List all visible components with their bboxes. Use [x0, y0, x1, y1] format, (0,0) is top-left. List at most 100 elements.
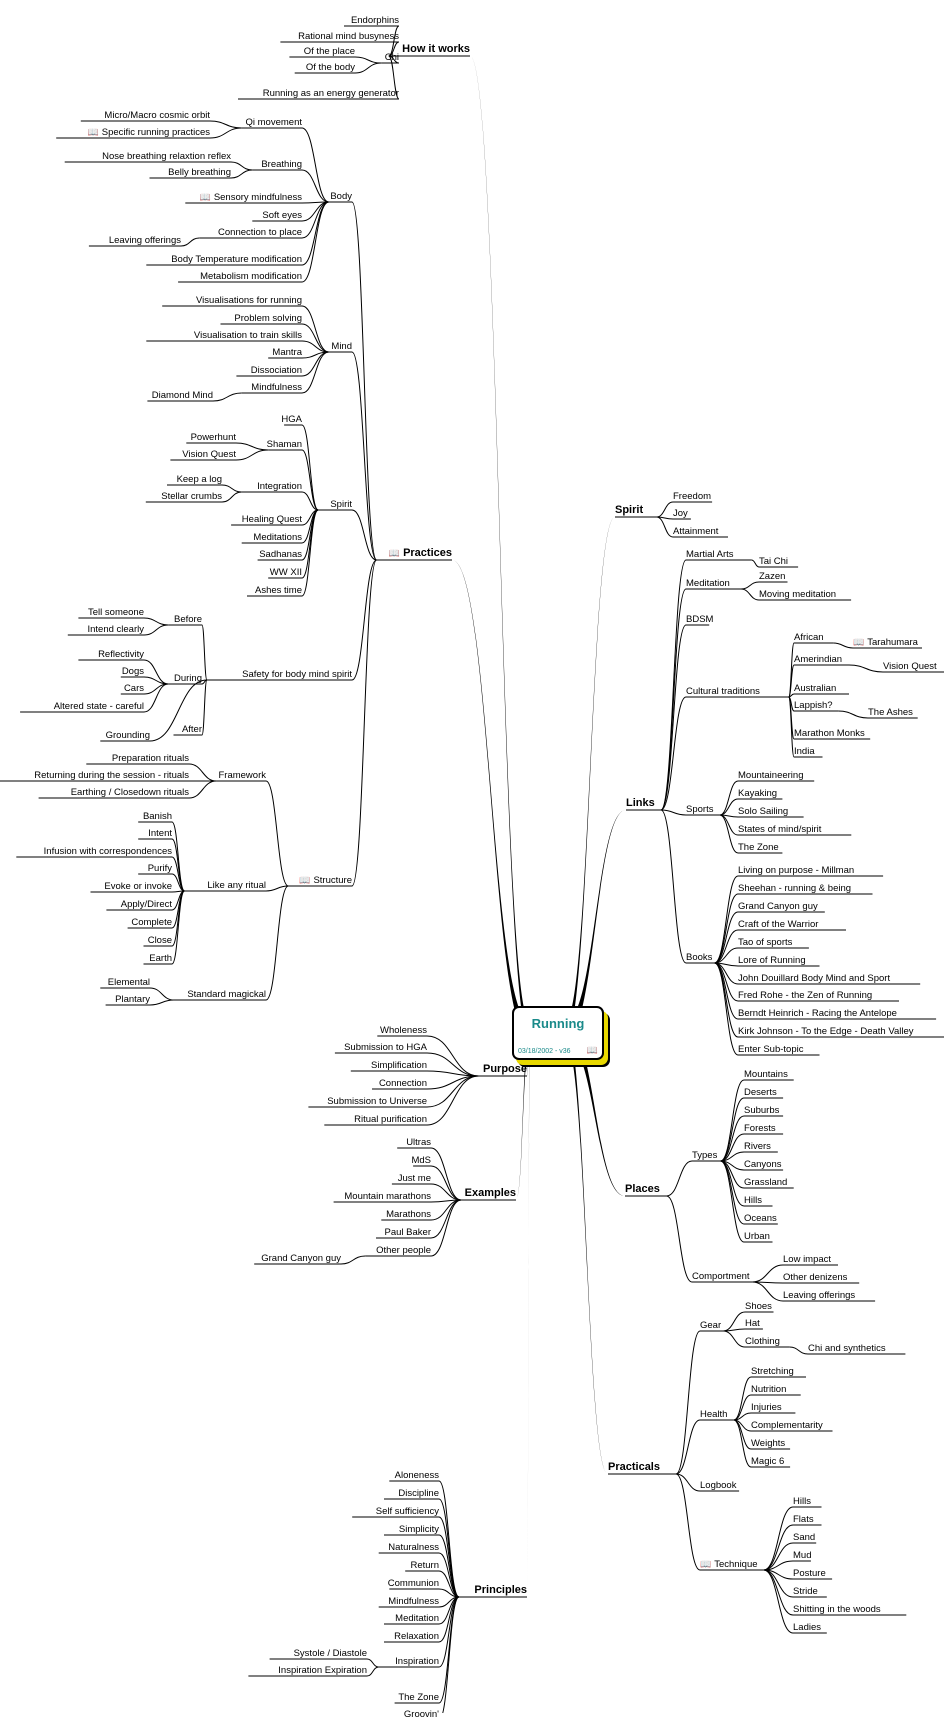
topic-like-any-ritual[interactable]: Like any ritual	[207, 880, 266, 891]
topic-chi-and-synthetics[interactable]: Chi and synthetics	[808, 1343, 886, 1354]
topic-preparation-rituals[interactable]: Preparation rituals	[112, 753, 189, 764]
topic-african[interactable]: African	[794, 632, 824, 643]
topic-purify[interactable]: Purify	[148, 863, 172, 874]
topic-simplification[interactable]: Simplification	[371, 1060, 427, 1071]
topic-connection[interactable]: Connection	[379, 1078, 427, 1089]
topic-of-the-place[interactable]: Of the place	[304, 46, 355, 57]
topic-framework[interactable]: Framework	[218, 770, 266, 781]
topic-visualisations-for-running[interactable]: Visualisations for running	[196, 295, 302, 306]
topic-earth[interactable]: Earth	[149, 953, 172, 964]
topic-specific-running-practices[interactable]: 📖Specific running practices	[88, 127, 210, 138]
topic-plantary[interactable]: Plantary	[115, 994, 150, 1005]
topic-dogs[interactable]: Dogs	[122, 666, 144, 677]
topic-rational-mind-busyness[interactable]: Rational mind busyness	[298, 31, 399, 42]
topic-hills[interactable]: Hills	[793, 1496, 811, 1507]
topic-paul-baker[interactable]: Paul Baker	[385, 1227, 431, 1238]
topic-spirit[interactable]: Spirit	[330, 499, 352, 510]
topic-self-sufficiency[interactable]: Self sufficiency	[376, 1506, 439, 1517]
topic-evoke-or-invoke[interactable]: Evoke or invoke	[104, 881, 172, 892]
topic-inspiration-expiration[interactable]: Inspiration Expiration	[278, 1665, 367, 1676]
topic-craft-of-the-warrior[interactable]: Craft of the Warrior	[738, 919, 818, 930]
topic-hat[interactable]: Hat	[745, 1318, 760, 1329]
topic-qi-movement[interactable]: Qi movement	[246, 117, 303, 128]
topic-types[interactable]: Types	[692, 1150, 717, 1161]
topic-relaxation[interactable]: Relaxation	[394, 1631, 439, 1642]
topic-grand-canyon-guy[interactable]: Grand Canyon guy	[261, 1253, 341, 1264]
topic-intend-clearly[interactable]: Intend clearly	[87, 624, 144, 635]
topic-standard-magickal[interactable]: Standard magickal	[187, 989, 266, 1000]
topic-freedom[interactable]: Freedom	[673, 491, 711, 502]
topic-india[interactable]: India	[794, 746, 815, 757]
topic-altered-state-careful[interactable]: Altered state - careful	[54, 701, 144, 712]
topic-living-on-purpose-millman[interactable]: Living on purpose - Millman	[738, 865, 854, 876]
topic-moving-meditation[interactable]: Moving meditation	[759, 589, 836, 600]
topic-submission-to-hga[interactable]: Submission to HGA	[344, 1042, 427, 1053]
topic-connection-to-place[interactable]: Connection to place	[218, 227, 302, 238]
branch-purpose[interactable]: Purpose	[483, 1063, 527, 1076]
topic-attainment[interactable]: Attainment	[673, 526, 718, 537]
topic-dissociation[interactable]: Dissociation	[251, 365, 302, 376]
topic-shaman[interactable]: Shaman	[267, 439, 302, 450]
topic-deserts[interactable]: Deserts	[744, 1087, 777, 1098]
topic-grand-canyon-guy[interactable]: Grand Canyon guy	[738, 901, 818, 912]
topic-running-as-an-energy-generator[interactable]: Running as an energy generator	[263, 88, 399, 99]
topic-visualisation-to-train-skills[interactable]: Visualisation to train skills	[194, 330, 302, 341]
topic-of-the-body[interactable]: Of the body	[306, 62, 355, 73]
topic-low-impact[interactable]: Low impact	[783, 1254, 831, 1265]
topic-banish[interactable]: Banish	[143, 811, 172, 822]
topic-discipline[interactable]: Discipline	[398, 1488, 439, 1499]
topic-chi[interactable]: Chi	[385, 52, 399, 63]
topic-belly-breathing[interactable]: Belly breathing	[168, 167, 231, 178]
topic-mds[interactable]: MdS	[411, 1155, 431, 1166]
topic-suburbs[interactable]: Suburbs	[744, 1105, 779, 1116]
topic-books[interactable]: Books	[686, 952, 712, 963]
topic-lappish[interactable]: Lappish?	[794, 700, 833, 711]
topic-grounding[interactable]: Grounding	[106, 730, 150, 741]
topic-leaving-offerings[interactable]: Leaving offerings	[783, 1290, 855, 1301]
topic-submission-to-universe[interactable]: Submission to Universe	[327, 1096, 427, 1107]
topic-before[interactable]: Before	[174, 614, 202, 625]
topic-close[interactable]: Close	[148, 935, 172, 946]
topic-bdsm[interactable]: BDSM	[686, 614, 713, 625]
topic-integration[interactable]: Integration	[257, 481, 302, 492]
topic-gear[interactable]: Gear	[700, 1320, 721, 1331]
topic-endorphins[interactable]: Endorphins	[351, 15, 399, 26]
topic-the-zone[interactable]: The Zone	[398, 1692, 439, 1703]
branch-practices[interactable]: 📖Practices	[389, 547, 452, 560]
central-topic[interactable]: Running 03/18/2002 - v36 📖	[512, 1006, 604, 1060]
topic-sports[interactable]: Sports	[686, 804, 713, 815]
topic-marathon-monks[interactable]: Marathon Monks	[794, 728, 865, 739]
topic-inspiration[interactable]: Inspiration	[395, 1656, 439, 1667]
topic-stretching[interactable]: Stretching	[751, 1366, 794, 1377]
topic-vision-quest[interactable]: Vision Quest	[182, 449, 236, 460]
topic-mountaineering[interactable]: Mountaineering	[738, 770, 804, 781]
topic-structure[interactable]: 📖Structure	[299, 875, 352, 886]
topic-lore-of-running[interactable]: Lore of Running	[738, 955, 806, 966]
topic-diamond-mind[interactable]: Diamond Mind	[152, 390, 213, 401]
topic-forests[interactable]: Forests	[744, 1123, 776, 1134]
topic-meditation[interactable]: Meditation	[686, 578, 730, 589]
topic-sheehan-running-being[interactable]: Sheehan - running & being	[738, 883, 851, 894]
topic-stride[interactable]: Stride	[793, 1586, 818, 1597]
topic-after[interactable]: After	[182, 724, 202, 735]
topic-logbook[interactable]: Logbook	[700, 1480, 736, 1491]
topic-meditation[interactable]: Meditation	[395, 1613, 439, 1624]
topic-injuries[interactable]: Injuries	[751, 1402, 782, 1413]
topic-body[interactable]: Body	[330, 191, 352, 202]
topic-kirk-johnson-to-the-edge-death-valley[interactable]: Kirk Johnson - To the Edge - Death Valle…	[738, 1026, 914, 1037]
topic-other-denizens[interactable]: Other denizens	[783, 1272, 847, 1283]
branch-examples[interactable]: Examples	[465, 1187, 516, 1200]
topic-ashes-time[interactable]: Ashes time	[255, 585, 302, 596]
topic-metabolism-modification[interactable]: Metabolism modification	[200, 271, 302, 282]
topic-states-of-mind-spirit[interactable]: States of mind/spirit	[738, 824, 821, 835]
topic-comportment[interactable]: Comportment	[692, 1271, 750, 1282]
topic-fred-rohe-the-zen-of-running[interactable]: Fred Rohe - the Zen of Running	[738, 990, 872, 1001]
topic-breathing[interactable]: Breathing	[261, 159, 302, 170]
topic-powerhunt[interactable]: Powerhunt	[191, 432, 236, 443]
topic-stellar-crumbs[interactable]: Stellar crumbs	[161, 491, 222, 502]
topic-mountains[interactable]: Mountains	[744, 1069, 788, 1080]
topic-other-people[interactable]: Other people	[376, 1245, 431, 1256]
topic-groovin[interactable]: Groovin'	[404, 1709, 439, 1720]
topic-keep-a-log[interactable]: Keep a log	[177, 474, 222, 485]
topic-nose-breathing-relaxtion-reflex[interactable]: Nose breathing relaxtion reflex	[102, 151, 231, 162]
